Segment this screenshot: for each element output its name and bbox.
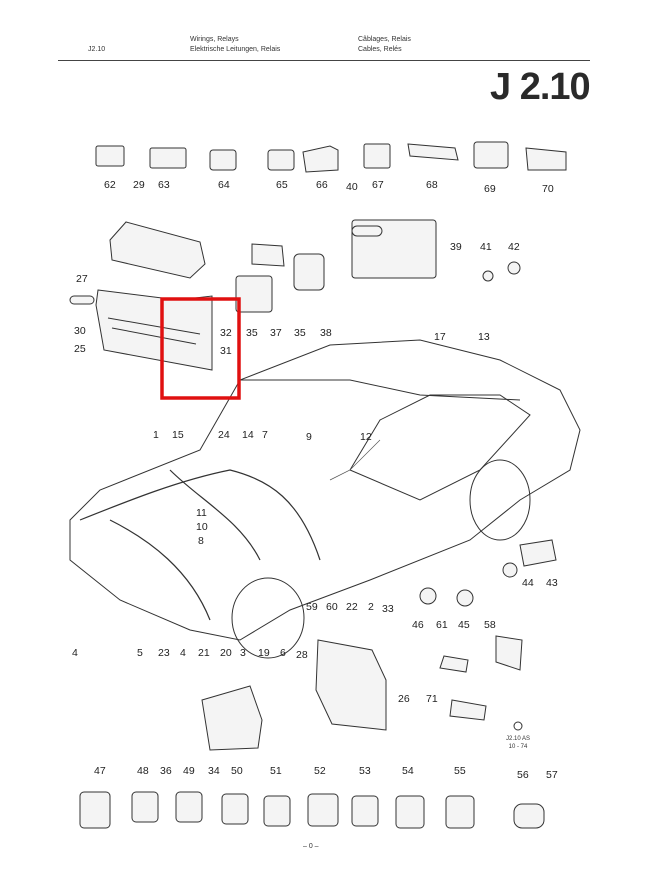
header-rule (58, 60, 590, 61)
header-title-fr: Câblages, Relais (358, 36, 411, 43)
callout-label: 58 (484, 619, 496, 631)
callout-label: 8 (198, 535, 204, 547)
callout-label: 40 (346, 181, 358, 193)
callout-label: 66 (316, 179, 328, 191)
lower-parts (201, 539, 557, 751)
callout-label: 37 (270, 327, 282, 339)
callout-label: 62 (104, 179, 116, 191)
callout-label: 9 (306, 431, 312, 443)
callout-label: 36 (160, 765, 172, 777)
callout-label: 45 (458, 619, 470, 631)
callout-label: 71 (426, 693, 438, 705)
callout-label: 22 (346, 601, 358, 613)
callout-label: 42 (508, 241, 520, 253)
header-title-de: Elektrische Leitungen, Relais (190, 46, 281, 53)
callout-label: 29 (133, 179, 145, 191)
callout-label: 44 (522, 577, 534, 589)
callout-label: 68 (426, 179, 438, 191)
callout-label: 31 (220, 345, 232, 357)
callout-label: 39 (450, 241, 462, 253)
callout-label: 54 (402, 765, 414, 777)
callout-label: 19 (258, 647, 270, 659)
callout-label: 51 (270, 765, 282, 777)
callout-label: 46 (412, 619, 424, 631)
callout-label: 13 (478, 331, 490, 343)
header-title-en: Wirings, Relays (190, 36, 239, 43)
callout-label: 15 (172, 429, 184, 441)
callout-label: 41 (480, 241, 492, 253)
callout-label: 25 (74, 343, 86, 355)
callout-label: 5 (137, 647, 143, 659)
callout-label: 14 (242, 429, 254, 441)
ref-mark-icon (513, 721, 523, 731)
callout-label: 65 (276, 179, 288, 191)
callout-label: 10 (196, 521, 208, 533)
callout-label: 49 (183, 765, 195, 777)
callout-label: 69 (484, 183, 496, 195)
callout-label: 32 (220, 327, 232, 339)
ref-date: 10 - 74 (508, 744, 528, 750)
callout-label: 23 (158, 647, 170, 659)
callout-label: 52 (314, 765, 326, 777)
callout-label: 50 (231, 765, 243, 777)
header-code: J2.10 (88, 46, 106, 53)
ref-code: J2.10 AS (505, 736, 531, 742)
callout-label: 26 (398, 693, 410, 705)
callout-label: 53 (359, 765, 371, 777)
connector-parts-row (95, 141, 567, 173)
callout-label: 61 (436, 619, 448, 631)
callout-label: 63 (158, 179, 170, 191)
callout-label: 43 (546, 577, 558, 589)
callout-label: 33 (382, 603, 394, 615)
callout-label: 48 (137, 765, 149, 777)
callout-label: 6 (280, 647, 286, 659)
callout-label: 30 (74, 325, 86, 337)
callout-label: 21 (198, 647, 210, 659)
callout-label: 56 (517, 769, 529, 781)
callout-label: 47 (94, 765, 106, 777)
callout-label: 35 (294, 327, 306, 339)
highlight-box (160, 297, 241, 400)
callout-label: 20 (220, 647, 232, 659)
callout-label: 70 (542, 183, 554, 195)
callout-label: 59 (306, 601, 318, 613)
callout-label: 57 (546, 769, 558, 781)
callout-label: 4 (180, 647, 186, 659)
callout-label: 3 (240, 647, 246, 659)
callout-label: 1 (153, 429, 159, 441)
callout-label: 60 (326, 601, 338, 613)
relay-parts (235, 219, 521, 313)
header-title-es: Cables, Relés (358, 46, 402, 53)
car-body-outline (69, 339, 581, 659)
callout-label: 55 (454, 765, 466, 777)
page-code-large: J 2.10 (490, 66, 591, 108)
callout-label: 2 (368, 601, 374, 613)
fuse-box (69, 221, 213, 371)
callout-label: 17 (434, 331, 446, 343)
callout-label: 4 (72, 647, 78, 659)
page-number: – 0 – (303, 843, 319, 850)
callout-label: 12 (360, 431, 372, 443)
callout-label: 24 (218, 429, 230, 441)
callout-label: 38 (320, 327, 332, 339)
callout-label: 34 (208, 765, 220, 777)
callout-label: 27 (76, 273, 88, 285)
clip-parts-row (79, 791, 545, 829)
callout-label: 35 (246, 327, 258, 339)
callout-label: 67 (372, 179, 384, 191)
callout-label: 7 (262, 429, 268, 441)
callout-label: 28 (296, 649, 308, 661)
callout-label: 64 (218, 179, 230, 191)
callout-label: 11 (196, 507, 207, 519)
